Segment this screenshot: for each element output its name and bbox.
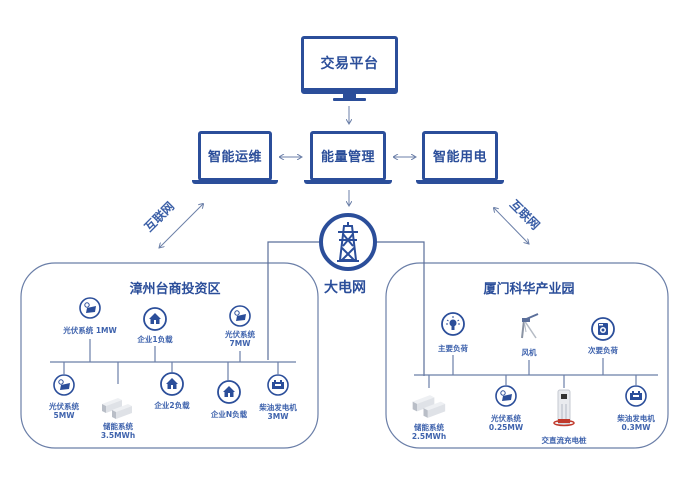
right-main-load-label: 主要负荷 bbox=[438, 344, 468, 353]
right-pv-node[interactable] bbox=[495, 385, 517, 407]
r-pv-name: 光伏系统 bbox=[491, 414, 521, 423]
pv-7mw-capacity: 7MW bbox=[229, 339, 251, 348]
storage-capacity: 3.5MWh bbox=[100, 431, 136, 440]
house-icon bbox=[160, 372, 184, 396]
arrow-internet-left bbox=[159, 204, 203, 248]
left-pv-7mw-node[interactable] bbox=[229, 305, 251, 327]
washing-machine-icon bbox=[591, 317, 615, 341]
right-diesel-node[interactable] bbox=[625, 385, 647, 407]
left-ent1-label: 企业1负载 bbox=[137, 335, 173, 344]
right-sec-load-label: 次要负荷 bbox=[588, 346, 618, 355]
right-sec-load-node[interactable] bbox=[591, 317, 615, 341]
solar-panel-icon bbox=[229, 305, 251, 327]
right-wind-label: 风机 bbox=[521, 348, 537, 357]
r-storage-capacity: 2.5MWh bbox=[411, 432, 447, 441]
right-storage-node[interactable] bbox=[410, 393, 450, 419]
pv-7mw-name: 光伏系统 bbox=[225, 330, 255, 339]
left-ent2-node[interactable] bbox=[160, 372, 184, 396]
right-main-load-node[interactable] bbox=[441, 312, 465, 336]
left-region-title: 漳州台商投资区 bbox=[129, 282, 221, 297]
grid-to-right-line bbox=[376, 241, 425, 376]
solar-panel-icon bbox=[79, 297, 101, 319]
right-wind-node[interactable] bbox=[516, 310, 542, 340]
left-pv-1mw-node[interactable] bbox=[79, 297, 101, 319]
energy-mgmt-label: 能量管理 bbox=[320, 150, 375, 165]
lightbulb-icon bbox=[441, 312, 465, 336]
transmission-tower-icon bbox=[319, 213, 377, 271]
ev-charger-icon bbox=[553, 389, 575, 427]
trading-platform-label: 交易平台 bbox=[320, 56, 379, 72]
grid-to-left-line bbox=[267, 241, 322, 360]
r-diesel-name: 柴油发电机 bbox=[617, 414, 655, 423]
smart-power-label: 智能用电 bbox=[432, 150, 487, 165]
solar-panel-icon bbox=[495, 385, 517, 407]
left-storage-node[interactable] bbox=[100, 396, 136, 420]
left-ent2-label: 企业2负载 bbox=[154, 401, 190, 410]
pv-5mw-capacity: 5MW bbox=[53, 411, 75, 420]
power-grid-node[interactable] bbox=[318, 212, 378, 272]
trading-platform-monitor[interactable]: 交易平台 bbox=[301, 36, 398, 104]
pv-5mw-name: 光伏系统 bbox=[49, 402, 79, 411]
right-region-title: 厦门科华产业园 bbox=[483, 282, 575, 297]
left-entN-label: 企业N负载 bbox=[210, 410, 248, 419]
left-region-frame bbox=[20, 262, 319, 449]
battery-storage-icon bbox=[102, 398, 132, 419]
left-pv-1mw-label: 光伏系统 1MW bbox=[63, 326, 117, 335]
generator-icon bbox=[267, 374, 289, 396]
r-storage-name: 储能系统 bbox=[414, 423, 444, 432]
r-diesel-capacity: 0.3MW bbox=[621, 423, 651, 432]
r-pv-capacity: 0.25MW bbox=[488, 423, 524, 432]
energy-mgmt-laptop[interactable]: 能量管理 bbox=[304, 131, 392, 185]
smart-power-laptop[interactable]: 智能用电 bbox=[416, 131, 504, 185]
smart-ops-laptop[interactable]: 智能运维 bbox=[192, 131, 278, 185]
storage-name: 储能系统 bbox=[103, 422, 133, 431]
right-charger-node[interactable] bbox=[552, 388, 576, 430]
diesel-name: 柴油发电机 bbox=[259, 403, 297, 412]
smart-ops-label: 智能运维 bbox=[207, 150, 262, 165]
right-charger-label: 交直流充电桩 bbox=[541, 436, 587, 445]
left-diesel-node[interactable] bbox=[267, 374, 289, 396]
battery-storage-icon bbox=[412, 395, 446, 418]
house-icon bbox=[143, 307, 167, 331]
arrow-internet-right bbox=[494, 208, 529, 244]
power-grid-label: 大电网 bbox=[324, 280, 366, 296]
left-entN-node[interactable] bbox=[217, 380, 241, 404]
left-ent1-node[interactable] bbox=[143, 307, 167, 331]
left-pv-5mw-node[interactable] bbox=[53, 374, 75, 396]
solar-panel-icon bbox=[53, 374, 75, 396]
generator-icon bbox=[625, 385, 647, 407]
house-icon bbox=[217, 380, 241, 404]
right-region-frame bbox=[385, 262, 669, 449]
diesel-capacity: 3MW bbox=[267, 412, 289, 421]
wind-turbine-icon bbox=[521, 313, 539, 339]
